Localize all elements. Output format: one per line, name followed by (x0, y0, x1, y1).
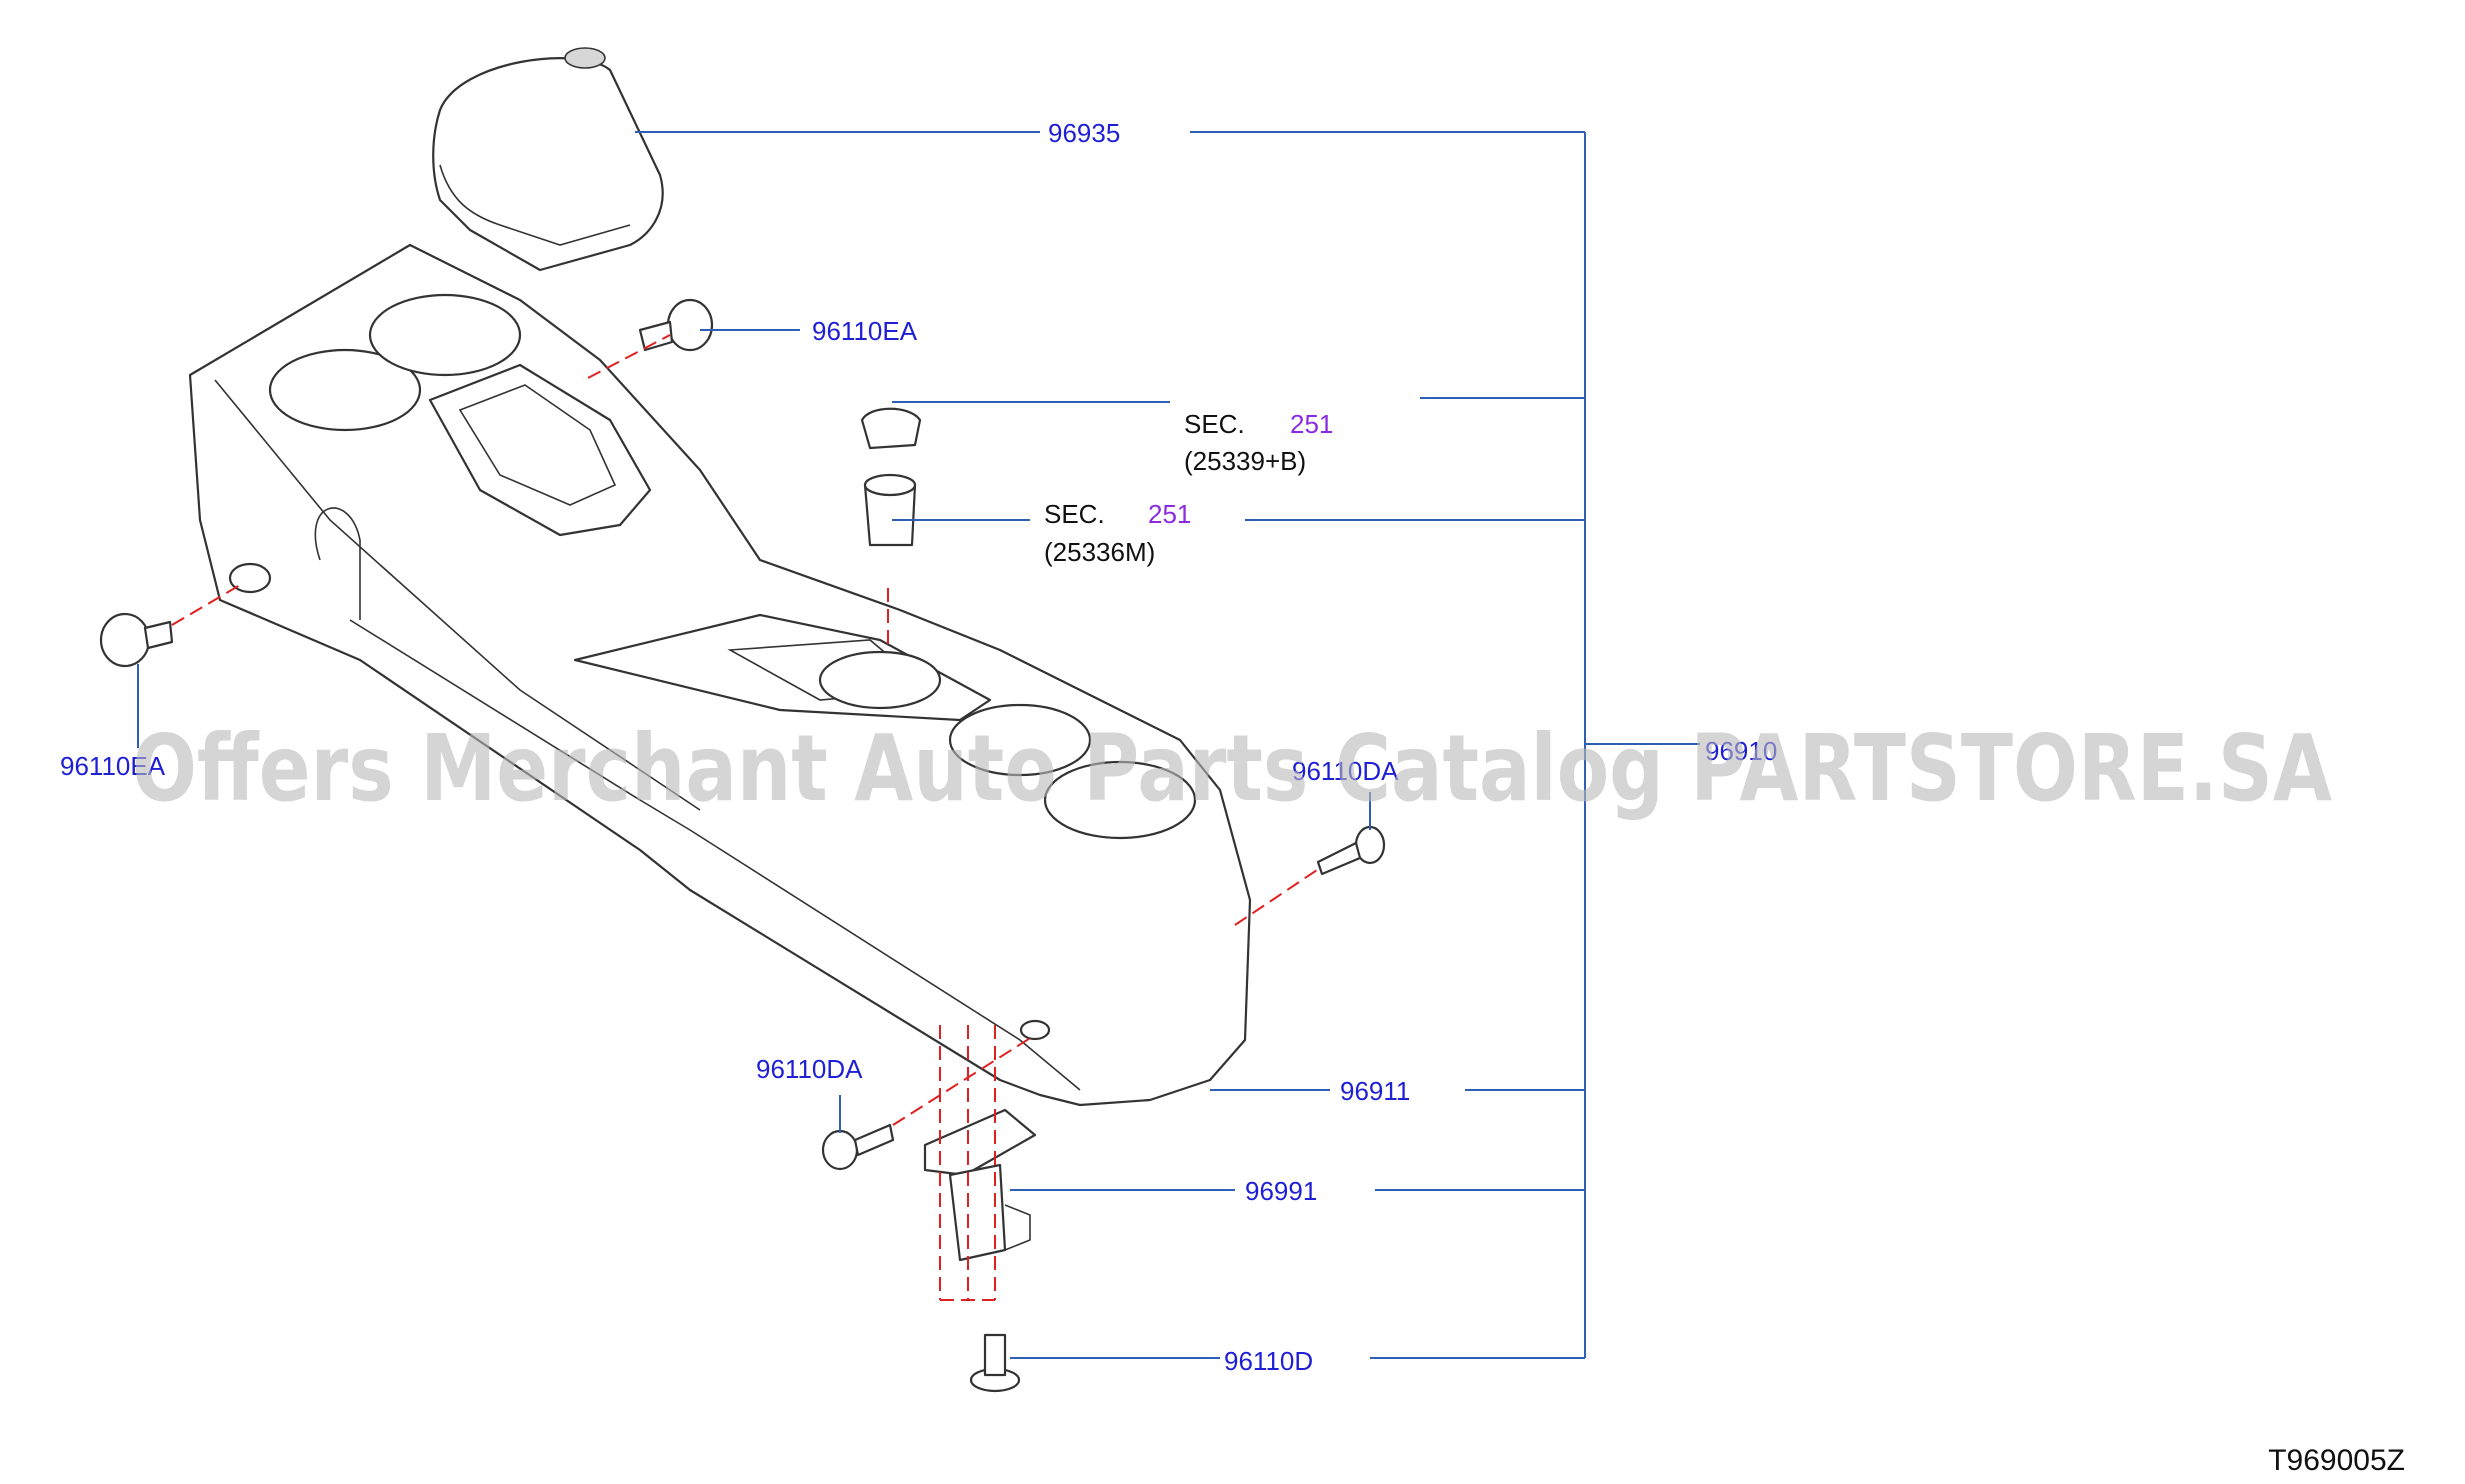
label-sec-word-2: SEC. (1044, 499, 1105, 529)
label-96110da-right[interactable]: 96110DA (1292, 756, 1399, 786)
label-25336m: (25336M) (1044, 537, 1155, 567)
clip-96110ea-left (99, 612, 174, 668)
socket-25339b (860, 407, 922, 450)
leader-lines (137, 131, 1700, 1359)
label-96910[interactable]: 96910 (1705, 736, 1777, 766)
shift-cover-drawing (432, 47, 664, 272)
label-96110da-left[interactable]: 96110DA (756, 1054, 863, 1084)
watermark-text: Offers Merchant Auto Parts Catalog PARTS… (132, 715, 2332, 822)
label-sec-251-2[interactable]: 251 (1148, 499, 1191, 529)
label-96935[interactable]: 96935 (1048, 118, 1120, 148)
label-96110d[interactable]: 96110D (1224, 1346, 1313, 1376)
clip-96110ea-top (638, 298, 714, 352)
label-25339b: (25339+B) (1184, 446, 1306, 476)
screw-96110da-left (821, 1123, 895, 1171)
bracket-96991 (923, 1108, 1037, 1262)
diagram-code: T969005Z (2268, 1444, 2405, 1477)
screw-96110d (969, 1333, 1021, 1393)
socket-25336m (863, 473, 917, 547)
label-96991[interactable]: 96991 (1245, 1176, 1317, 1206)
label-96110ea-top[interactable]: 96110EA (812, 316, 918, 346)
label-96110ea-left[interactable]: 96110EA (60, 751, 166, 781)
label-96911[interactable]: 96911 (1340, 1076, 1410, 1106)
assembly-lines (171, 334, 1321, 1301)
label-sec-word-1: SEC. (1184, 409, 1245, 439)
screw-96110da-right (1316, 825, 1386, 876)
center-console-drawing (188, 243, 1252, 1107)
label-sec-251-1[interactable]: 251 (1290, 409, 1333, 439)
